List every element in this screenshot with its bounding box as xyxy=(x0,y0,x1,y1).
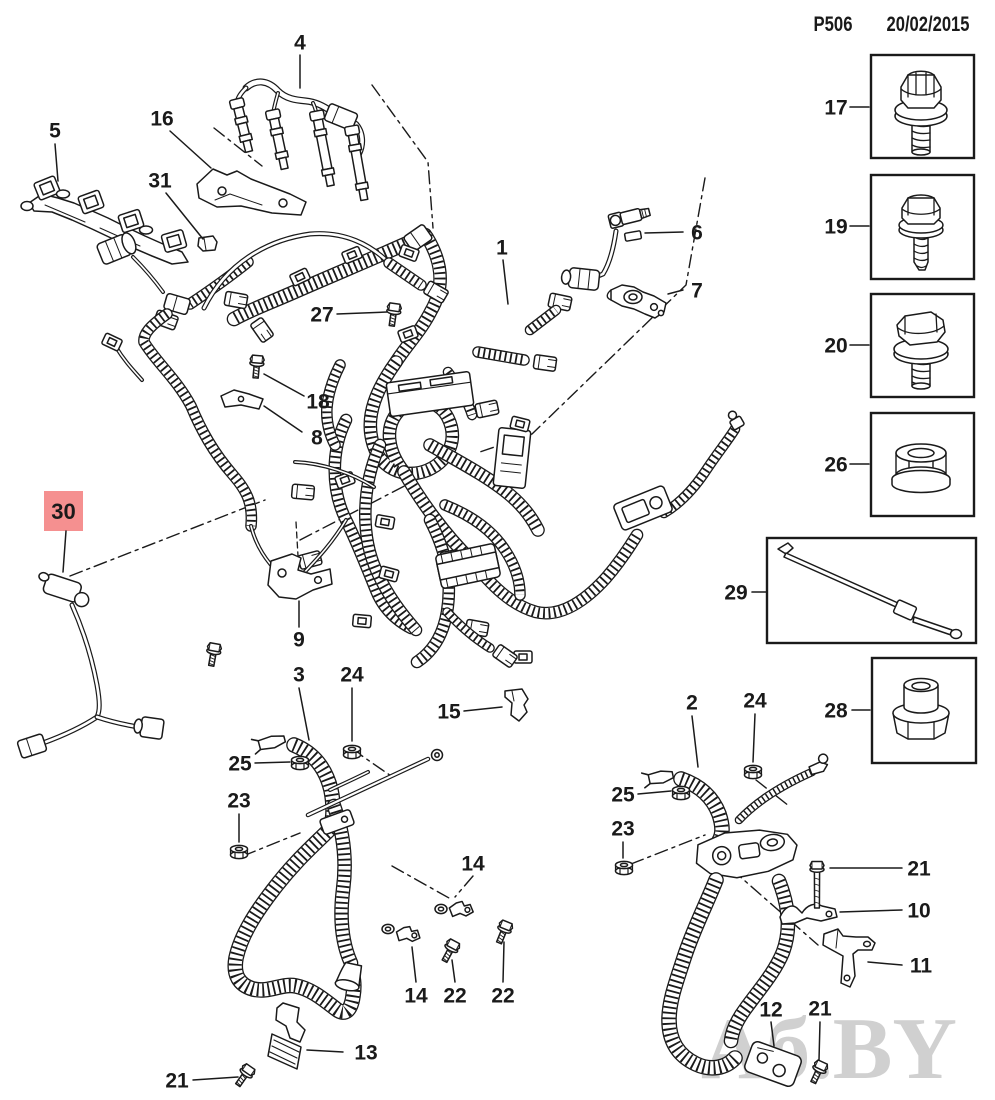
svg-text:P506: P506 xyxy=(814,13,853,36)
svg-text:23: 23 xyxy=(611,818,634,841)
svg-text:31: 31 xyxy=(148,170,172,193)
svg-text:18: 18 xyxy=(306,391,330,414)
svg-text:11: 11 xyxy=(910,955,933,978)
svg-text:29: 29 xyxy=(724,582,747,605)
svg-text:3: 3 xyxy=(293,664,305,687)
svg-text:7: 7 xyxy=(691,280,703,303)
svg-text:12: 12 xyxy=(759,999,782,1022)
svg-text:16: 16 xyxy=(150,108,173,131)
svg-text:23: 23 xyxy=(227,790,250,813)
svg-text:20: 20 xyxy=(824,335,847,358)
svg-text:24: 24 xyxy=(743,690,767,713)
svg-text:28: 28 xyxy=(824,700,848,723)
svg-text:14: 14 xyxy=(404,985,428,1008)
svg-text:6: 6 xyxy=(691,222,703,245)
svg-text:17: 17 xyxy=(824,97,847,120)
svg-text:1: 1 xyxy=(496,237,508,260)
svg-text:13: 13 xyxy=(354,1042,377,1065)
svg-text:19: 19 xyxy=(824,216,847,239)
svg-text:14: 14 xyxy=(461,853,485,876)
svg-text:25: 25 xyxy=(611,784,635,807)
svg-text:4: 4 xyxy=(294,32,306,55)
svg-text:20/02/2015: 20/02/2015 xyxy=(887,13,970,36)
svg-text:30: 30 xyxy=(51,499,75,524)
svg-text:26: 26 xyxy=(824,454,847,477)
svg-text:24: 24 xyxy=(340,664,364,687)
svg-text:21: 21 xyxy=(165,1070,189,1093)
svg-text:2: 2 xyxy=(686,692,698,715)
svg-text:22: 22 xyxy=(491,985,514,1008)
svg-text:27: 27 xyxy=(310,304,333,327)
svg-text:9: 9 xyxy=(293,629,305,652)
svg-text:5: 5 xyxy=(49,120,61,143)
svg-text:15: 15 xyxy=(437,701,461,724)
svg-text:21: 21 xyxy=(907,858,931,881)
svg-text:22: 22 xyxy=(443,985,466,1008)
svg-text:8: 8 xyxy=(311,427,323,450)
svg-text:25: 25 xyxy=(228,753,252,776)
svg-text:10: 10 xyxy=(907,900,930,923)
svg-text:21: 21 xyxy=(808,998,832,1021)
